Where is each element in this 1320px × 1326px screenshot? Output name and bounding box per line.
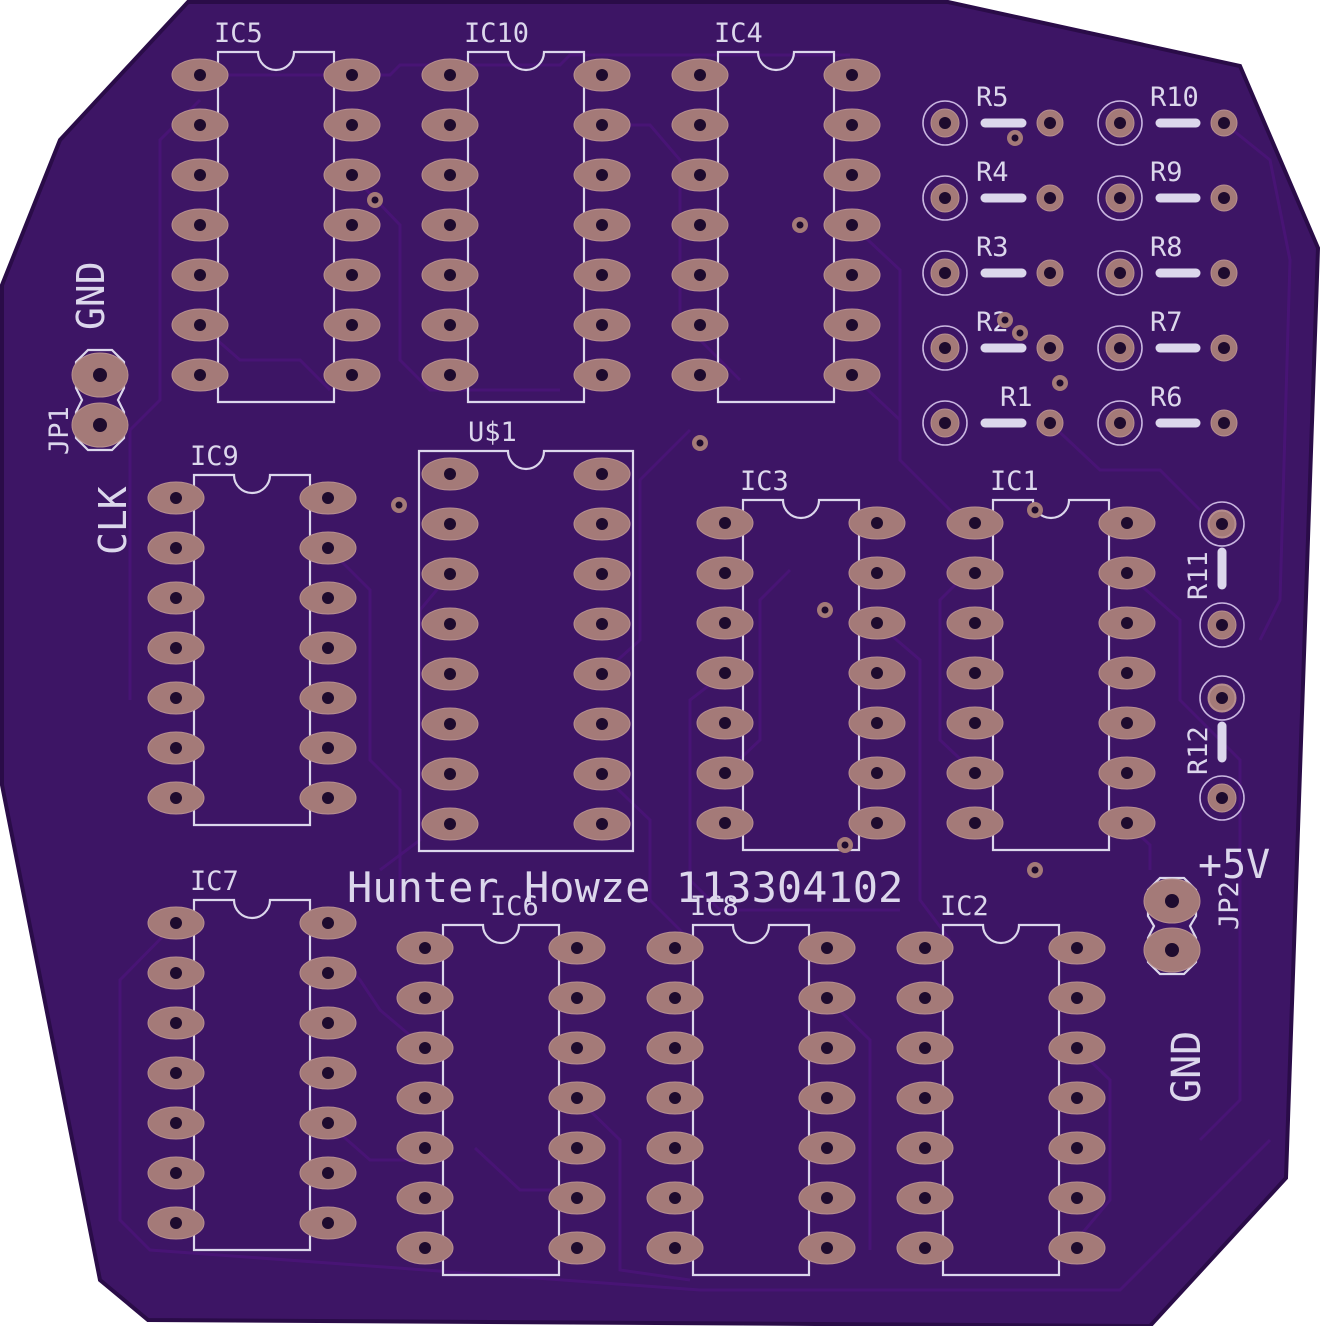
- chip-ref-label: IC10: [464, 18, 529, 49]
- chip-ref-label: IC4: [714, 18, 763, 49]
- chip-ref-label: IC8: [690, 891, 739, 922]
- chip-ic1: IC1: [946, 466, 1156, 852]
- resistor-ref-label: R7: [1150, 307, 1183, 338]
- resistor-r9: R9: [1097, 157, 1238, 221]
- chip-outline: [941, 923, 1061, 1277]
- chip-ic8: IC8: [646, 891, 856, 1277]
- chip-ref-label: IC1: [990, 466, 1039, 497]
- resistor-ref-label: R12: [1183, 726, 1214, 775]
- trace: [199, 323, 332, 392]
- chip-ic10: IC10: [421, 18, 631, 404]
- chip-outline: [417, 449, 635, 853]
- jp2-plus5v-label: +5V: [1198, 842, 1270, 888]
- jp2-connector: JP2 +5V GND: [1143, 842, 1270, 1103]
- chip-u1: U$1: [417, 417, 635, 853]
- trace: [473, 1146, 560, 1192]
- resistor-ref-label: R4: [976, 157, 1009, 188]
- chip-ref-label: IC3: [740, 466, 789, 497]
- trace: [600, 772, 692, 942]
- author-text: Hunter Howze 113304102: [347, 863, 903, 912]
- resistor-r1: R1: [922, 382, 1064, 446]
- resistor-ref-label: R5: [976, 82, 1009, 113]
- chip-ref-label: IC9: [190, 441, 239, 472]
- chip-ref-label: U$1: [468, 417, 517, 448]
- resistor-ref-label: R3: [976, 232, 1009, 263]
- chip-ic2: IC2: [896, 891, 1106, 1277]
- trace: [1058, 1046, 1112, 1261]
- chip-ic9: IC9: [147, 441, 357, 827]
- resistor-r8: R8: [1097, 232, 1238, 296]
- vias-layer: [367, 130, 1068, 878]
- trace: [575, 1096, 691, 1282]
- chip-outline: [716, 50, 836, 404]
- trace: [350, 173, 560, 392]
- trace: [938, 578, 977, 775]
- resistor-ref-label: R9: [1150, 157, 1183, 188]
- chip-ref-label: IC7: [190, 866, 239, 897]
- chip-ic6: IC6: [396, 891, 606, 1277]
- resistor-ref-label: R1: [1000, 382, 1033, 413]
- resistor-r5: R5: [922, 82, 1064, 146]
- resistor-r6: R6: [1097, 382, 1238, 446]
- chip-ref-label: IC2: [940, 891, 989, 922]
- jp1-connector: JP1 GND CLK: [44, 261, 135, 555]
- resistor-ref-label: R8: [1150, 232, 1183, 263]
- trace: [326, 546, 402, 900]
- trace: [688, 671, 900, 912]
- chip-ic3: IC3: [696, 466, 906, 852]
- trace: [876, 621, 952, 941]
- resistor-r12: R12: [1183, 675, 1245, 821]
- chip-outline: [192, 473, 312, 827]
- jp1-ref-label: JP1: [44, 406, 75, 455]
- chip-ref-label: IC5: [214, 18, 263, 49]
- resistor-r10: R10: [1097, 82, 1238, 146]
- chip-outline: [441, 923, 561, 1277]
- trace: [850, 223, 962, 522]
- trace: [1048, 421, 1202, 512]
- chip-ic5: IC5: [171, 18, 381, 404]
- trace: [850, 373, 902, 450]
- chip-outline: [192, 898, 312, 1252]
- chip-ic4: IC4: [671, 18, 881, 404]
- chip-outline: [741, 498, 861, 852]
- chip-ic7: IC7: [147, 866, 357, 1252]
- resistor-r11: R11: [1183, 501, 1245, 648]
- resistor-ref-label: R11: [1183, 551, 1214, 600]
- trace: [600, 428, 692, 676]
- jp2-ref-label: JP2: [1214, 881, 1245, 930]
- resistor-ref-label: R10: [1150, 82, 1199, 113]
- resistor-ref-label: R6: [1150, 382, 1183, 413]
- resistor-r7: R7: [1097, 307, 1238, 371]
- trace: [1223, 121, 1292, 641]
- jp2-gnd-label: GND: [1164, 1031, 1210, 1103]
- chip-outline: [466, 50, 586, 404]
- resistor-r4: R4: [922, 157, 1064, 221]
- chip-outline: [691, 923, 811, 1277]
- jp1-clk-label: CLK: [91, 486, 135, 555]
- trace: [118, 921, 1272, 1292]
- jp1-gnd-label: GND: [69, 261, 113, 330]
- resistor-r3: R3: [922, 232, 1064, 296]
- chip-outline: [216, 50, 336, 404]
- chip-ref-label: IC6: [490, 891, 539, 922]
- trace: [1126, 571, 1242, 1142]
